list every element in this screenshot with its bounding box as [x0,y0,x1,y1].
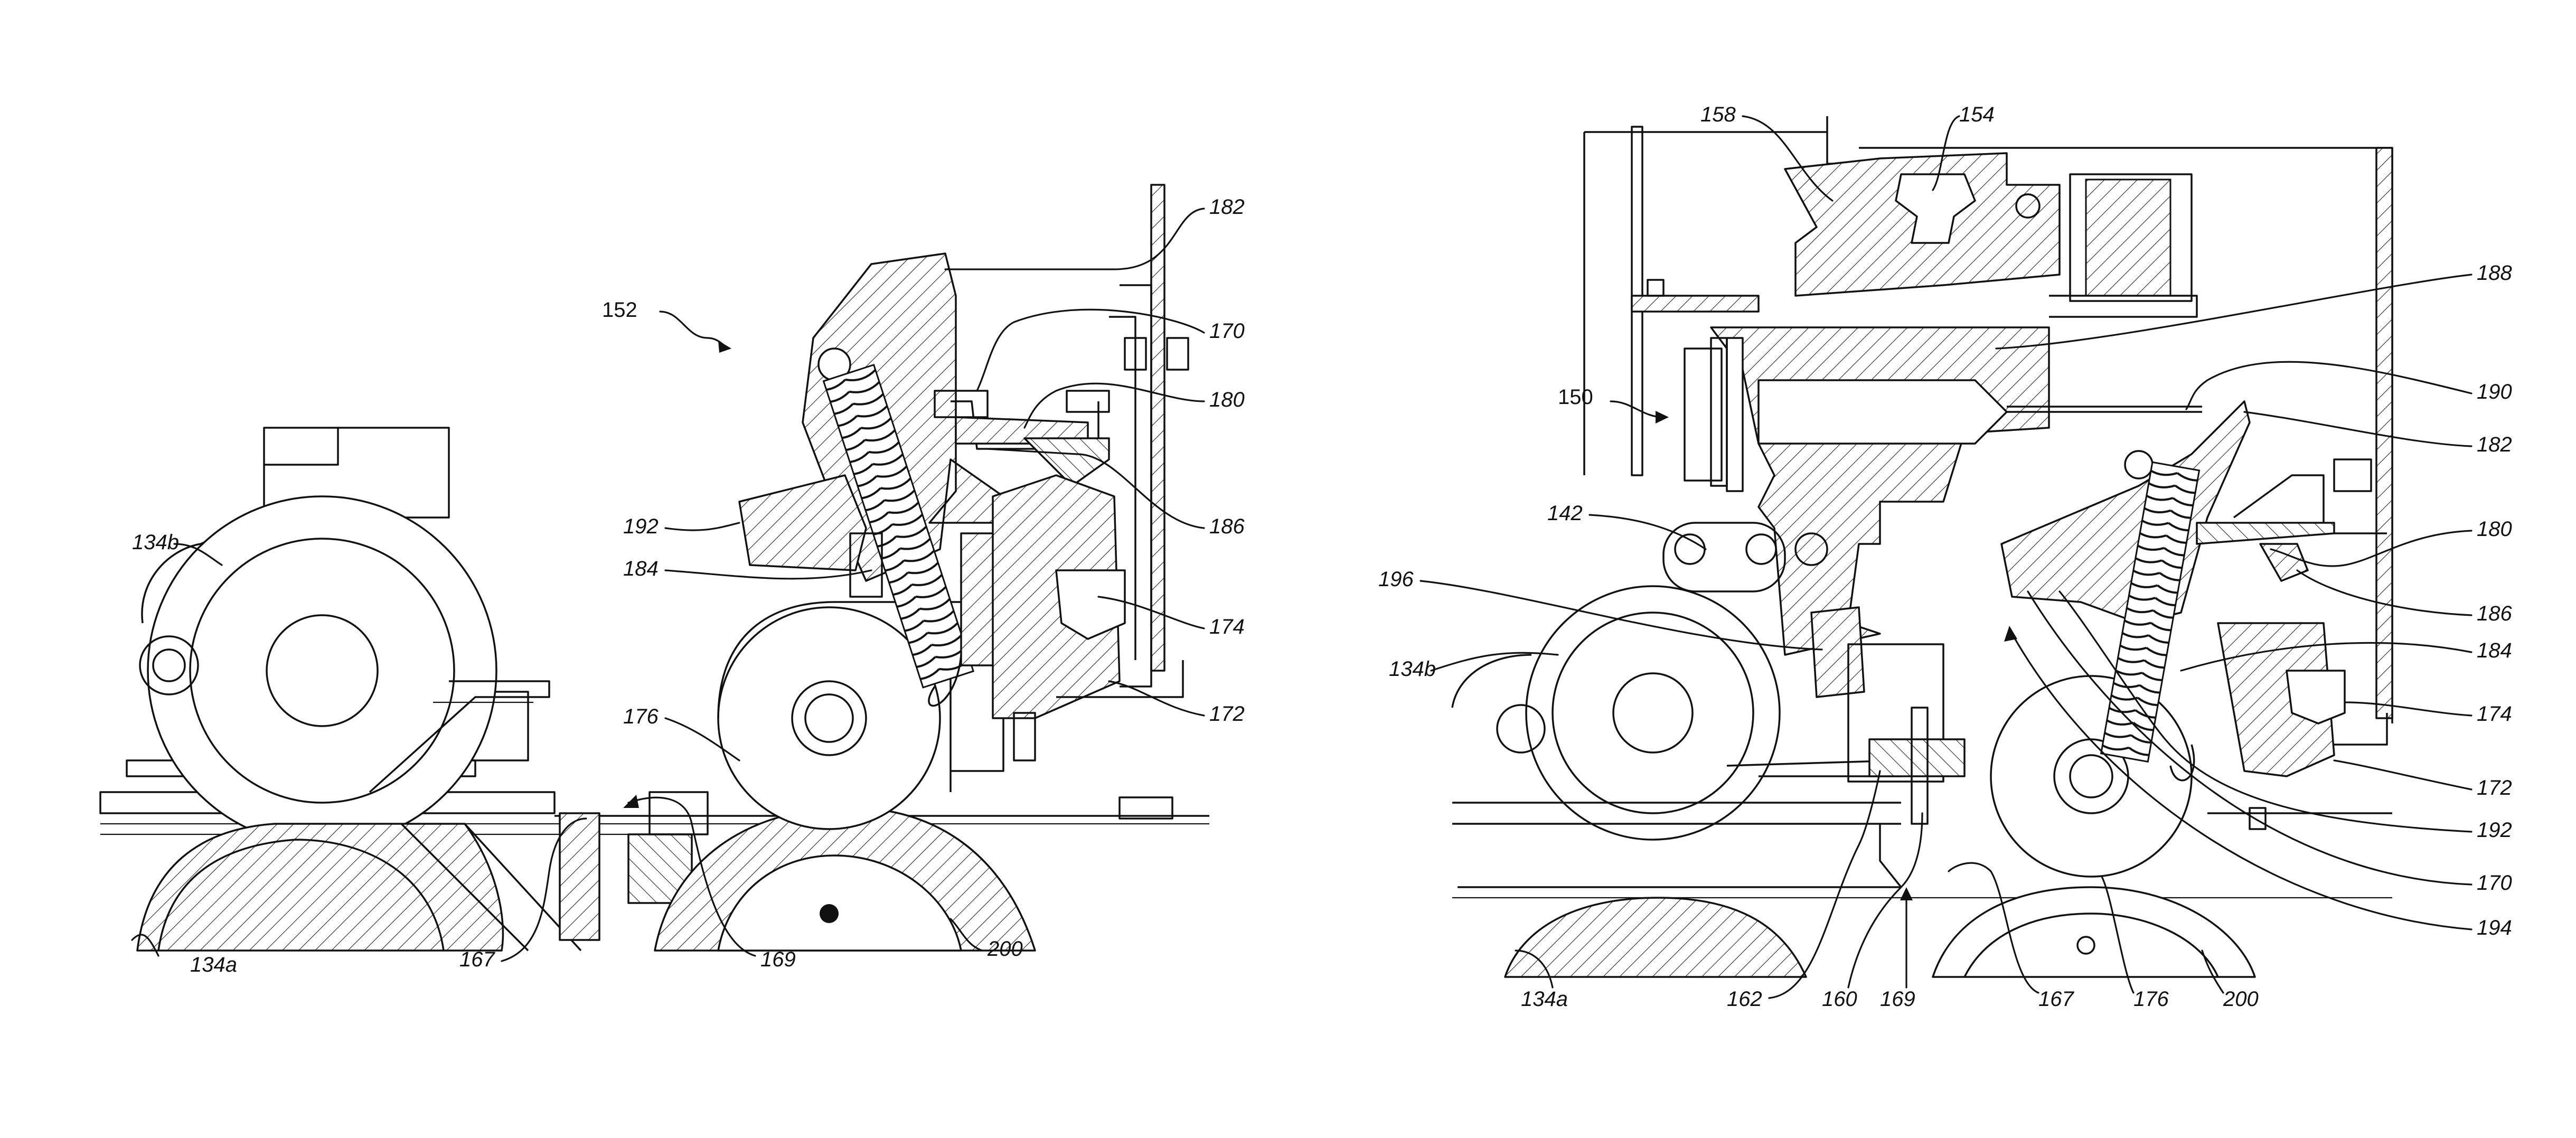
label-186-left: 186 [1209,515,1245,538]
leader-169-right-arrow [1900,887,1913,900]
label-134a-right: 134a [1521,987,1568,1011]
label-182-right: 182 [2477,433,2512,456]
label-167-left: 167 [459,948,495,971]
label-174-left: 174 [1209,615,1245,638]
leader-142 [1590,515,1706,549]
gear-teeth [2086,180,2170,296]
label-184-right: 184 [2477,639,2512,662]
leader-184-left [665,570,871,579]
label-170-left: 170 [1209,319,1245,343]
label-192-left: 192 [623,515,659,538]
label-176-left: 176 [623,705,659,728]
label-194: 194 [2477,916,2512,939]
label-182-left: 182 [1209,195,1245,219]
label-134b-left: 134b [132,531,179,554]
label-188: 188 [2477,261,2512,285]
label-142: 142 [1547,502,1583,525]
leader-194-arrow [2004,626,2017,642]
label-200-right: 200 [2223,987,2259,1011]
ref-label-150: 150 [1558,385,1593,409]
label-172-left: 172 [1209,702,1245,726]
leader-169-arrow [623,795,639,808]
leader-172-right [2334,760,2471,789]
label-172-right: 172 [2477,776,2512,800]
label-180-left: 180 [1209,388,1245,411]
leader-170-left [977,309,1204,391]
ref-arrow-152-head [718,341,731,353]
label-176-right: 176 [2133,987,2169,1011]
label-190: 190 [2477,380,2512,403]
label-158: 158 [1700,103,1736,126]
leader-188 [1996,275,2471,349]
leader-158 [1743,116,1832,201]
leader-192-left [665,523,739,530]
label-170-right: 170 [2477,871,2512,895]
label-160: 160 [1822,987,1857,1011]
ref-arrow-150-head [1656,411,1669,424]
label-184-left: 184 [623,557,659,580]
right-view-drawing [1452,116,2392,977]
leader-190 [2186,362,2471,409]
label-162: 162 [1727,987,1762,1011]
label-186-right: 186 [2477,602,2512,625]
label-169-right: 169 [1880,987,1915,1011]
label-196: 196 [1378,568,1414,591]
label-180-right: 180 [2477,518,2512,541]
label-192-right: 192 [2477,819,2512,842]
label-134a-left: 134a [190,953,237,976]
leader-182-right [2244,412,2471,446]
label-174-right: 174 [2477,702,2512,726]
leader-174-right [2345,702,2471,716]
label-167-right: 167 [2038,987,2074,1011]
label-134b-right: 134b [1389,657,1436,681]
label-200-left: 200 [987,937,1023,961]
label-154: 154 [1959,103,1995,126]
ref-label-152: 152 [602,298,637,322]
label-169-left: 169 [760,948,796,971]
